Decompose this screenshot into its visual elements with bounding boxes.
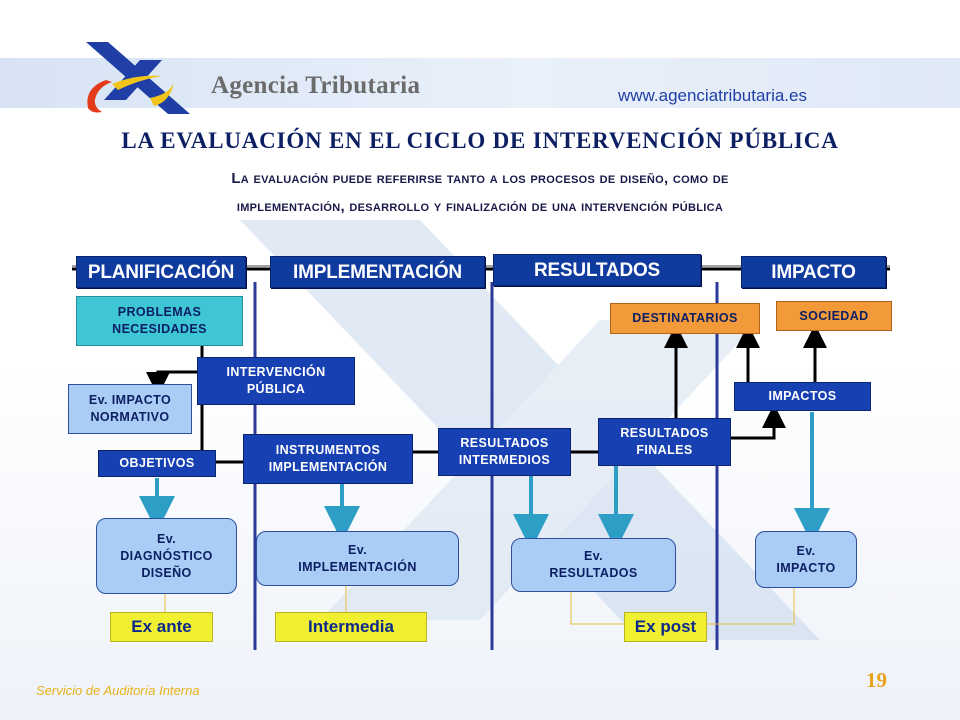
eval-label: Ev. — [796, 543, 816, 558]
box-label: FINALES — [636, 443, 693, 457]
box-label: INTERMEDIOS — [458, 453, 551, 467]
website-link[interactable]: www.agenciatributaria.es — [618, 86, 807, 105]
box-label: RESULTADOS — [620, 426, 709, 440]
phase-impacto: IMPACTO — [741, 256, 886, 288]
box-label: INSTRUMENTOS — [275, 443, 381, 457]
phase-implementacion: IMPLEMENTACIÓN — [270, 256, 485, 288]
eval-impacto: Ev. IMPACTO — [755, 531, 857, 588]
box-instrumentos-implementacion: INSTRUMENTOS IMPLEMENTACIÓN — [243, 434, 413, 484]
box-problemas-necesidades: PROBLEMAS NECESIDADES — [76, 296, 243, 346]
box-label: DESTINATARIOS — [632, 311, 738, 325]
box-label: SOCIEDAD — [799, 308, 869, 323]
eval-label: Ev. — [347, 542, 368, 557]
eval-label: IMPLEMENTACIÓN — [298, 559, 417, 574]
box-label: Ev. IMPACTO — [88, 393, 172, 407]
box-resultados-finales: RESULTADOS FINALES — [598, 418, 731, 466]
box-impactos: IMPACTOS — [734, 382, 871, 411]
box-label: PÚBLICA — [246, 382, 306, 396]
agency-name: Agencia Tributaria — [211, 72, 421, 99]
box-label: IMPLEMENTACIÓN — [268, 460, 388, 474]
eval-resultados: Ev. RESULTADOS — [511, 538, 676, 592]
slide-subtitle: La evaluación puede referirse tanto a lo… — [100, 165, 860, 221]
phase-planificacion: PLANIFICACIÓN — [76, 256, 246, 288]
tag-ex-ante: Ex ante — [110, 612, 213, 642]
phase-resultados: RESULTADOS — [493, 254, 701, 286]
eval-implementacion: Ev. IMPLEMENTACIÓN — [256, 531, 459, 586]
subtitle-line-1: La evaluación puede referirse tanto a lo… — [231, 170, 729, 187]
box-ev-impacto-normativo: Ev. IMPACTO NORMATIVO — [68, 384, 192, 434]
footer-department: Servicio de Auditoría Interna — [36, 683, 200, 698]
box-sociedad: SOCIEDAD — [776, 301, 892, 331]
page-number: 19 — [866, 668, 887, 692]
box-label: NORMATIVO — [90, 410, 170, 424]
box-destinatarios: DESTINATARIOS — [610, 303, 760, 334]
tag-ex-post: Ex post — [624, 612, 707, 642]
slide-title: LA EVALUACIÓN EN EL CICLO DE INTERVENCIÓ… — [121, 128, 839, 153]
box-label: PROBLEMAS — [117, 305, 202, 319]
box-label: IMPACTOS — [768, 389, 837, 403]
eval-label: DIAGNÓSTICO — [120, 548, 213, 563]
box-resultados-intermedios: RESULTADOS INTERMEDIOS — [438, 428, 571, 476]
box-label: OBJETIVOS — [119, 456, 195, 470]
box-label: NECESIDADES — [112, 322, 207, 336]
tag-intermedia: Intermedia — [275, 612, 427, 642]
subtitle-line-2: implementación, desarrollo y finalizació… — [236, 198, 724, 215]
box-intervencion-publica: INTERVENCIÓN PÚBLICA — [197, 357, 355, 405]
eval-label: Ev. — [156, 531, 177, 546]
box-label: INTERVENCIÓN — [226, 365, 326, 379]
eval-diagnostico-diseno: Ev. DIAGNÓSTICO DISEÑO — [96, 518, 237, 594]
eval-label: RESULTADOS — [549, 566, 638, 580]
eval-label: DISEÑO — [141, 565, 192, 580]
box-objetivos: OBJETIVOS — [98, 450, 216, 477]
agencia-tributaria-logo — [86, 42, 190, 114]
eval-label: Ev. — [583, 549, 604, 563]
eval-label: IMPACTO — [776, 560, 836, 575]
box-label: RESULTADOS — [460, 436, 549, 450]
